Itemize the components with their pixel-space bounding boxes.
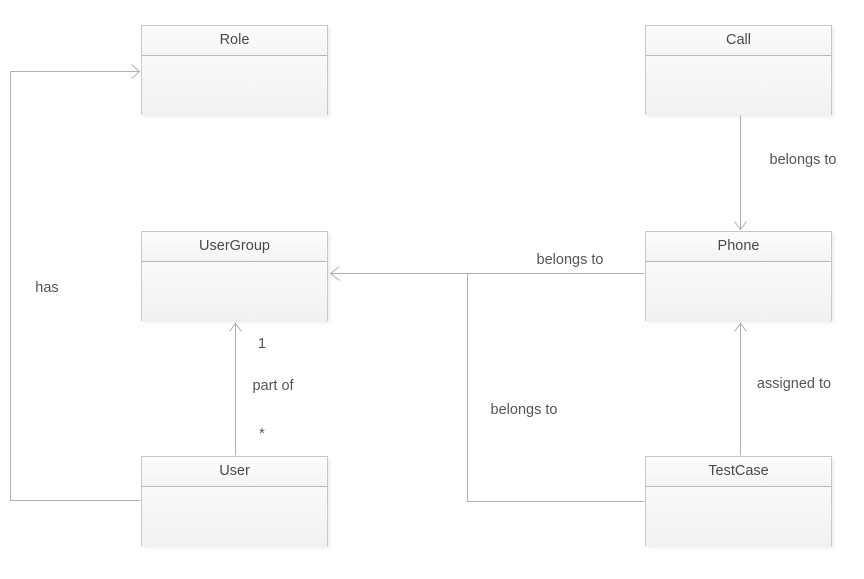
edge-label-user-usergroup: part of: [252, 378, 294, 394]
class-attributes-user: [142, 487, 327, 546]
class-attributes-phone: [646, 262, 831, 321]
edge-label-user-role: has: [35, 280, 59, 296]
edge-label-testcase-phone: assigned to: [756, 376, 832, 392]
class-name-call: Call: [646, 26, 831, 56]
class-name-testcase: TestCase: [646, 457, 831, 487]
class-attributes-call: [646, 56, 831, 115]
class-name-role: Role: [142, 26, 327, 56]
edge-testcase-phone: [734, 322, 747, 456]
edge-user-role: [10, 64, 141, 501]
class-box-phone[interactable]: Phone: [645, 231, 832, 321]
class-box-testcase[interactable]: TestCase: [645, 456, 832, 546]
class-attributes-testcase: [646, 487, 831, 546]
edge-label-call-phone: belongs to: [769, 152, 837, 168]
class-name-user: User: [142, 457, 327, 487]
class-box-call[interactable]: Call: [645, 25, 832, 115]
multiplicity-user-end: *: [259, 426, 265, 442]
class-name-phone: Phone: [646, 232, 831, 262]
edge-testcase-usergroup: [467, 273, 645, 502]
class-attributes-role: [142, 56, 327, 115]
edge-phone-usergroup: [329, 266, 645, 281]
class-box-user[interactable]: User: [141, 456, 328, 546]
edge-label-phone-usergroup: belongs to: [536, 252, 604, 268]
class-box-role[interactable]: Role: [141, 25, 328, 115]
multiplicity-usergroup-end: 1: [257, 336, 267, 352]
edge-user-usergroup: [229, 322, 242, 456]
class-box-usergroup[interactable]: UserGroup: [141, 231, 328, 321]
edge-call-phone: [734, 115, 747, 231]
class-attributes-usergroup: [142, 262, 327, 321]
edge-label-testcase-usergroup: belongs to: [490, 402, 558, 418]
class-name-usergroup: UserGroup: [142, 232, 327, 262]
